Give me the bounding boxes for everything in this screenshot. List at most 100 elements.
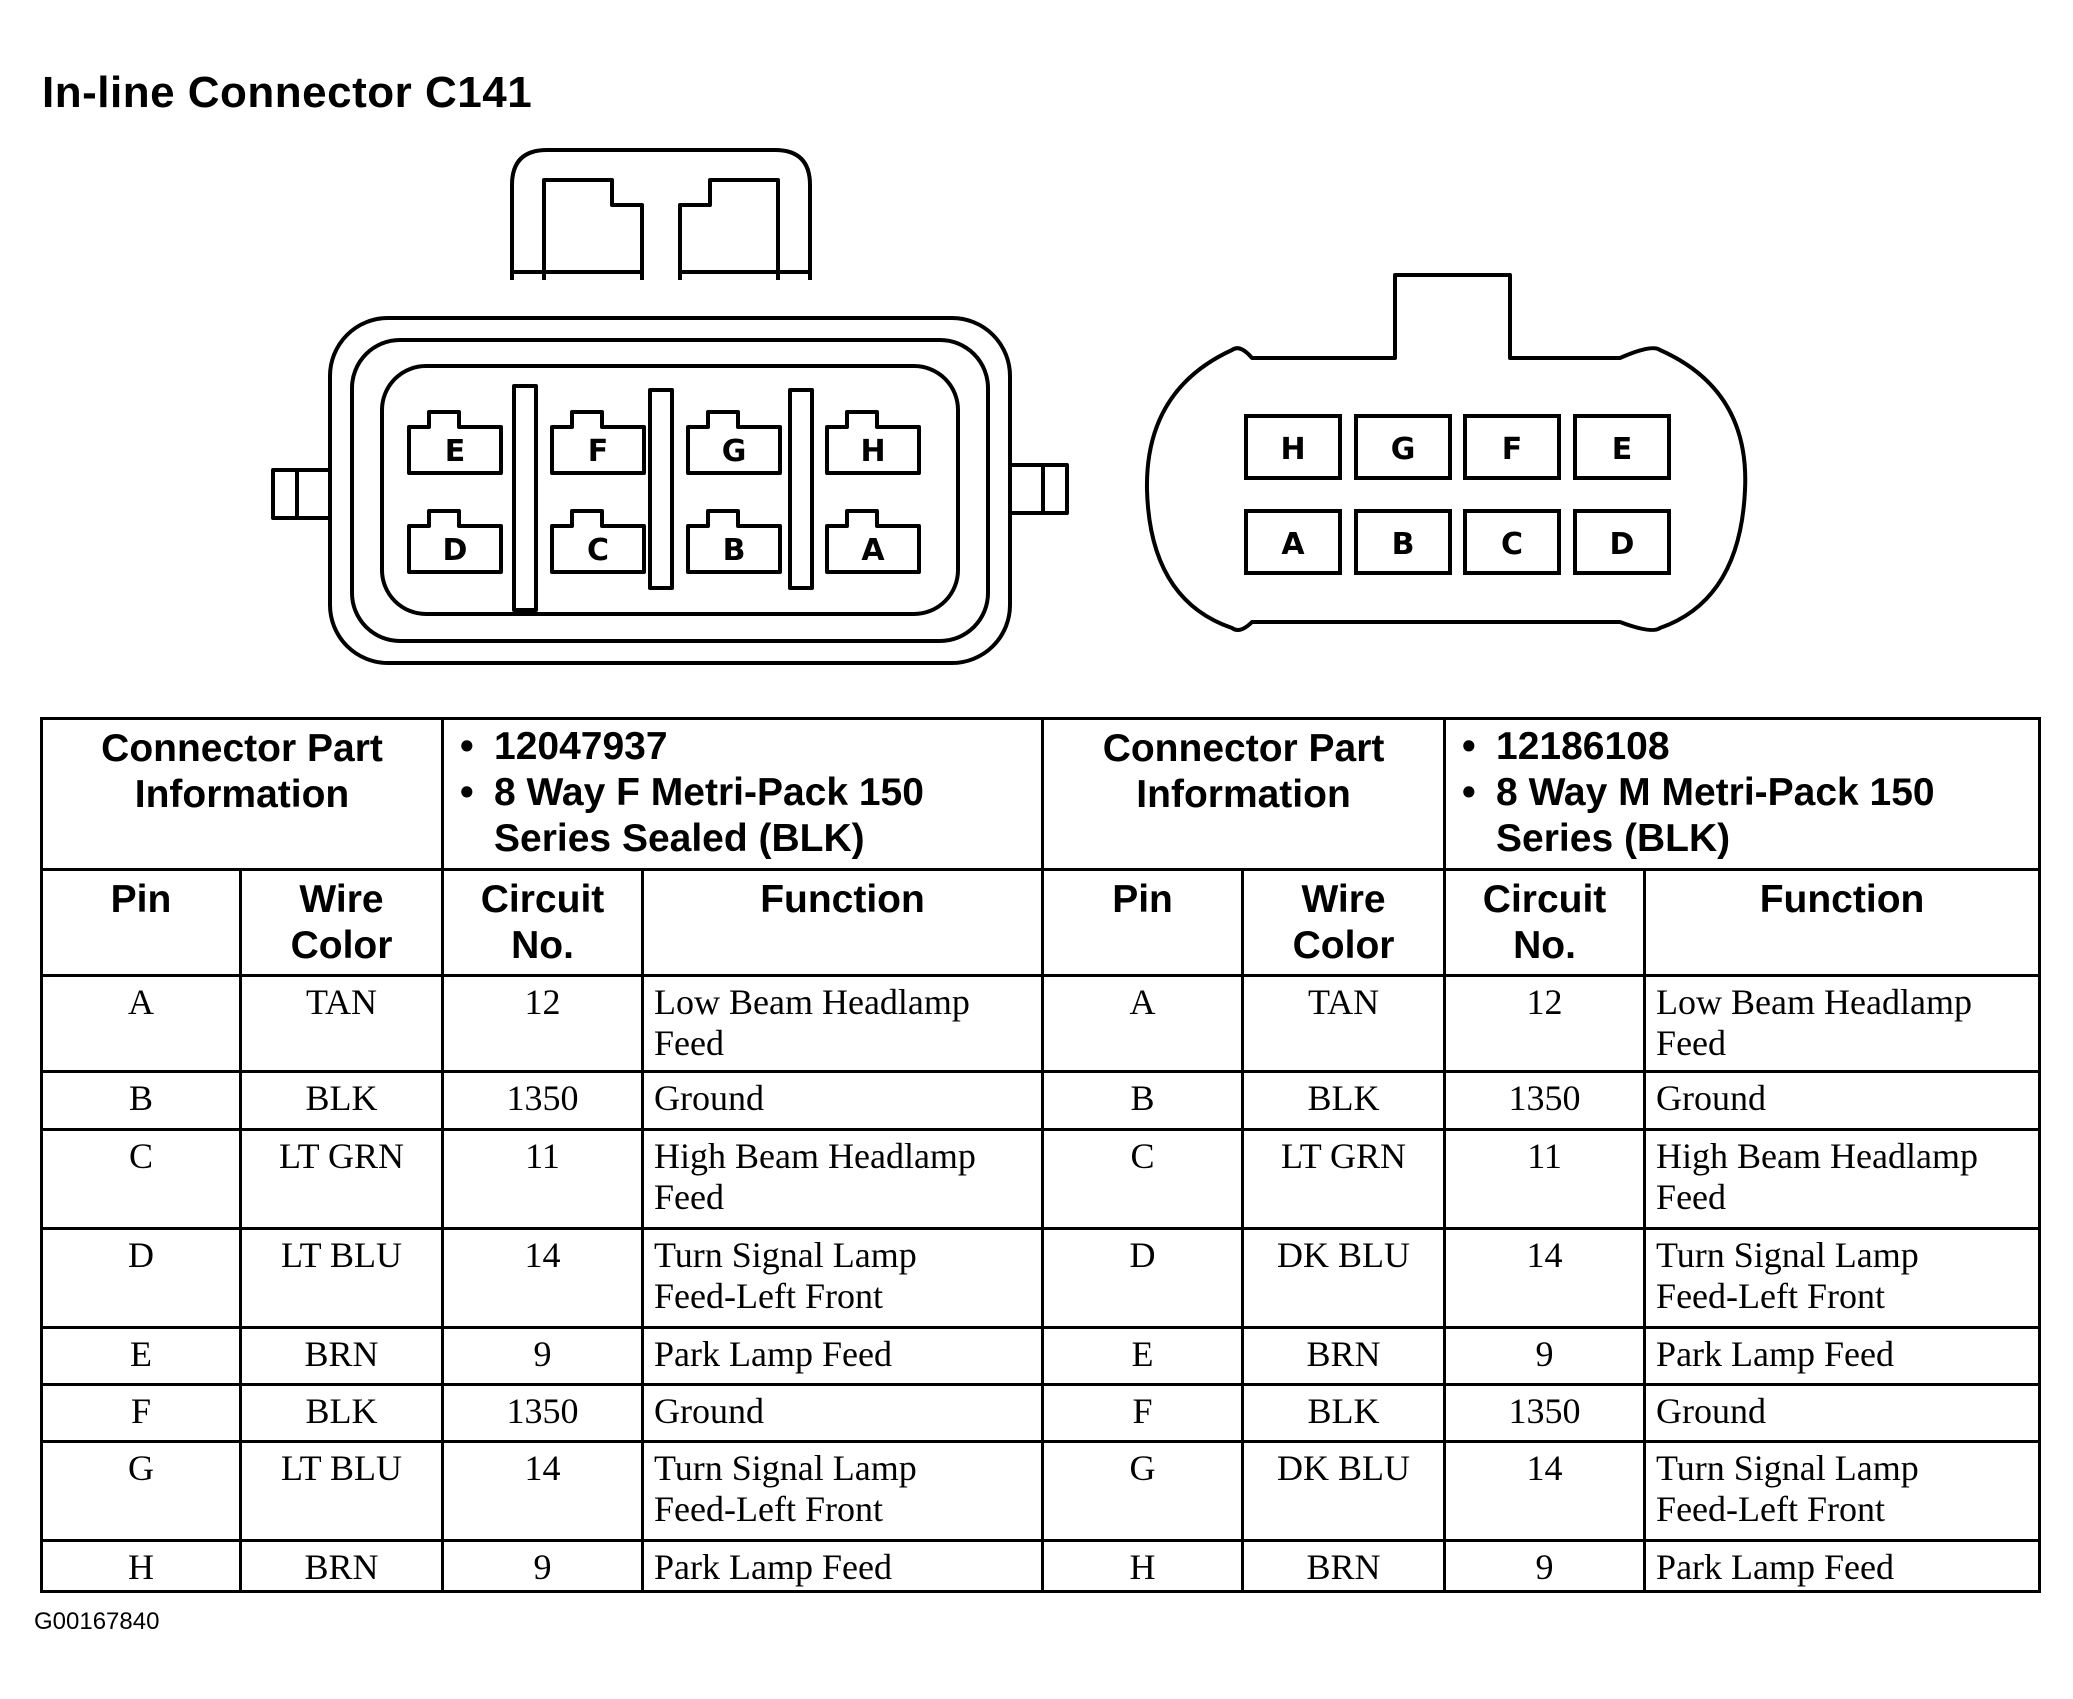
header-wire-color: Wire Color — [1241, 867, 1447, 978]
header-function: Function — [1643, 867, 2042, 978]
part-info-label: Connector Part Information — [39, 717, 445, 871]
function-cell: Park Lamp Feed — [1643, 1538, 2042, 1594]
pin-cell: B — [1041, 1069, 1245, 1131]
wire-color-cell: BLK — [1241, 1382, 1447, 1444]
male-pin-cavity — [1244, 414, 1342, 480]
pin-cell: D — [1041, 1226, 1245, 1329]
pin-cell: C — [1041, 1127, 1245, 1230]
pin-cell: G — [40, 1440, 242, 1542]
header-circuit-no: Circuit No. — [1443, 867, 1647, 978]
female-pin-cavity — [407, 509, 503, 574]
male-pin-label: C — [1501, 527, 1523, 562]
part-info-row: Connector Part Information 12047937 8 Wa… — [39, 717, 2042, 871]
female-pin-cavity — [686, 509, 782, 574]
female-pin-cavity — [686, 410, 782, 475]
female-pin-cavity — [407, 410, 503, 475]
pin-cell: C — [40, 1127, 242, 1230]
left-part-number: 12047937 — [460, 724, 1041, 770]
male-pin-label: G — [1391, 432, 1416, 467]
female-pin-label: C — [587, 533, 609, 568]
wire-color-cell: TAN — [238, 974, 445, 1073]
female-pin-cavity — [550, 410, 646, 475]
function-cell: Park Lamp Feed — [1643, 1325, 2042, 1386]
circuit-cell: 14 — [441, 1440, 645, 1542]
wire-color-cell: DK BLU — [1241, 1440, 1447, 1542]
pin-cell: G — [1041, 1440, 1245, 1542]
circuit-cell: 12 — [441, 974, 645, 1073]
header-wire-color: Wire Color — [238, 867, 445, 978]
pin-cell: B — [40, 1069, 242, 1131]
circuit-cell: 1350 — [1443, 1069, 1647, 1131]
pin-cell: D — [40, 1226, 242, 1329]
page-title: In-line Connector C141 — [42, 68, 533, 117]
figure-id: G00167840 — [34, 1608, 160, 1635]
pin-cell: F — [1041, 1382, 1245, 1444]
header-function: Function — [641, 867, 1045, 978]
male-pin-label: E — [1612, 432, 1633, 467]
wire-color-cell: BRN — [238, 1538, 445, 1594]
wire-color-cell: LT GRN — [1241, 1127, 1447, 1230]
pin-table: Connector Part Information 12047937 8 Wa… — [39, 717, 2042, 1594]
function-cell: Ground — [641, 1069, 1045, 1131]
right-part-desc: 8 Way M Metri-Pack 150 — [1462, 770, 2038, 816]
pin-cell: E — [1041, 1325, 1245, 1386]
circuit-cell: 11 — [1443, 1127, 1647, 1230]
circuit-cell: 14 — [1443, 1226, 1647, 1329]
female-pin-cavity — [825, 509, 921, 574]
female-pin-cavity — [550, 509, 646, 574]
male-pin-cavity — [1573, 509, 1671, 575]
female-pin-label: D — [443, 533, 468, 568]
wire-color-cell: BLK — [238, 1069, 445, 1131]
male-pin-label: B — [1392, 527, 1415, 562]
left-part-info: 12047937 8 Way F Metri-Pack 150 Series S… — [441, 717, 1045, 871]
left-part-desc: 8 Way F Metri-Pack 150 — [460, 770, 1041, 816]
circuit-cell: 1350 — [441, 1382, 645, 1444]
circuit-cell: 9 — [441, 1325, 645, 1386]
male-pin-cavity — [1244, 509, 1342, 575]
pin-cell: H — [40, 1538, 242, 1594]
wire-color-cell: LT BLU — [238, 1226, 445, 1329]
male-connector-body — [1144, 273, 1748, 632]
wire-color-cell: BRN — [1241, 1538, 1447, 1594]
male-pin-cavity — [1354, 509, 1452, 575]
wire-color-cell: BRN — [1241, 1325, 1447, 1386]
female-pin-label: A — [861, 533, 885, 568]
pin-cell: E — [40, 1325, 242, 1386]
male-pin-cavity — [1354, 414, 1452, 480]
function-cell: Ground — [1643, 1382, 2042, 1444]
right-part-number: 12186108 — [1462, 724, 2038, 770]
female-pin-cavity — [825, 410, 921, 475]
circuit-cell: 11 — [441, 1127, 645, 1230]
header-pin: Pin — [1041, 867, 1245, 978]
circuit-cell: 9 — [1443, 1325, 1647, 1386]
female-pin-label: G — [722, 434, 747, 469]
circuit-cell: 9 — [441, 1538, 645, 1594]
wire-color-cell: TAN — [1241, 974, 1447, 1073]
female-pin-label: H — [860, 434, 885, 469]
pin-cell: A — [40, 974, 242, 1073]
circuit-cell: 14 — [1443, 1440, 1647, 1542]
circuit-cell: 14 — [441, 1226, 645, 1329]
female-pin-label: F — [588, 434, 609, 469]
function-cell: Ground — [1643, 1069, 2042, 1131]
wire-color-cell: DK BLU — [1241, 1226, 1447, 1329]
male-pin-label: F — [1502, 432, 1523, 467]
header-circuit-no: Circuit No. — [441, 867, 645, 978]
circuit-cell: 1350 — [441, 1069, 645, 1131]
wire-color-cell: BLK — [1241, 1069, 1447, 1131]
circuit-cell: 12 — [1443, 974, 1647, 1073]
right-part-info: 12186108 8 Way M Metri-Pack 150 Series (… — [1443, 717, 2042, 871]
